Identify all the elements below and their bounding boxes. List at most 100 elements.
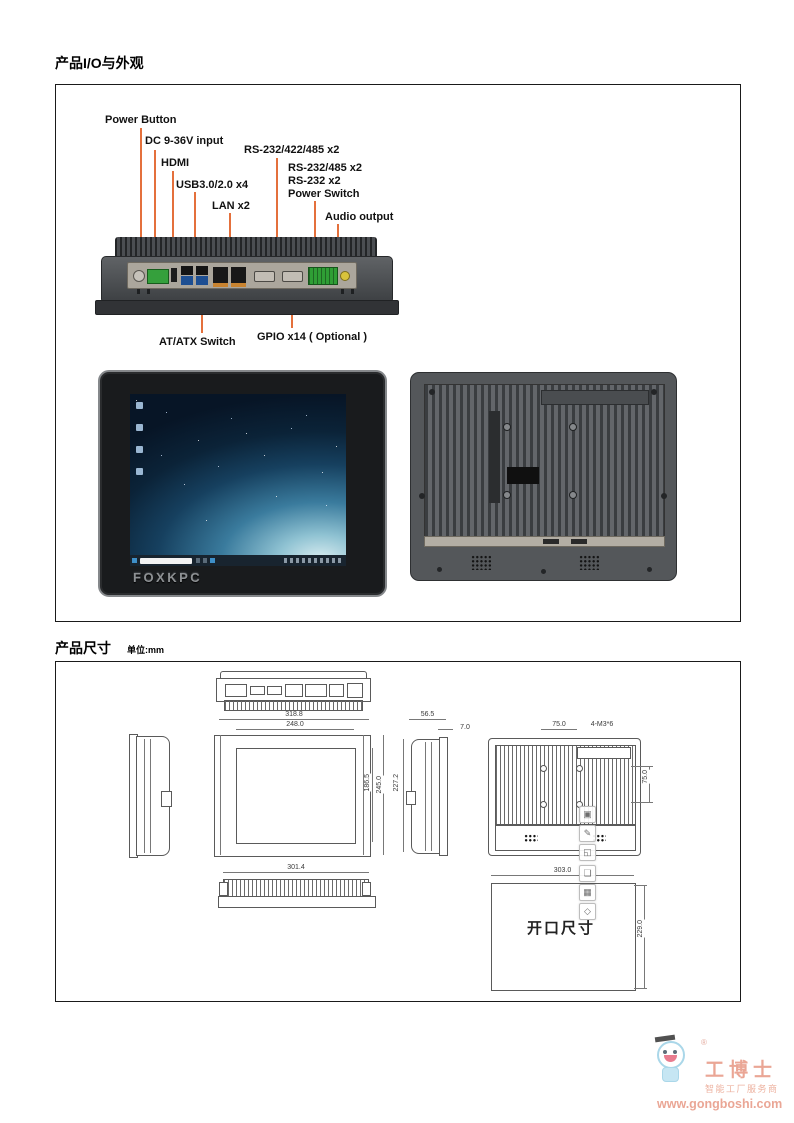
mascot-eye — [663, 1050, 667, 1054]
vent-mark — [147, 286, 150, 294]
back-io-strip — [424, 536, 665, 547]
drawing-body — [216, 678, 371, 702]
shape-icon[interactable]: ◇ — [579, 903, 596, 920]
back-view-photo — [410, 372, 677, 581]
drawing-bezel-line — [363, 735, 364, 855]
drawing-right-panel — [439, 737, 448, 856]
taskbar — [130, 555, 346, 566]
hdmi-port — [171, 268, 177, 282]
lan-port — [213, 267, 228, 287]
drawing-detail-line — [425, 742, 426, 851]
dimensions-panel: 318.8 248.0 56.5 7.0 186.5 245.0 227.2 — [55, 661, 741, 1002]
label-usb: USB3.0/2.0 x4 — [176, 179, 249, 191]
drawing-connector — [285, 684, 303, 697]
drawing-detail-line — [431, 742, 432, 851]
dim-line-565 — [409, 719, 446, 720]
dim-ext-229-a — [634, 885, 647, 886]
label-audio-output: Audio output — [325, 211, 394, 223]
back-vent — [507, 467, 539, 484]
dim-line-75-right — [649, 766, 650, 802]
drawing-back-bottom — [495, 825, 636, 851]
registered-mark: ® — [701, 1038, 707, 1047]
dim-ext-75-b — [631, 802, 653, 803]
drawing-end-cap — [362, 882, 371, 896]
brand-logo: FOXKPC — [133, 570, 203, 585]
back-heatsink-fins — [424, 384, 665, 538]
label-rs232: RS-232 x2 — [288, 175, 341, 187]
mascot-eye — [673, 1050, 677, 1054]
io-recess-strip — [127, 262, 357, 289]
serial-db9-port — [282, 271, 303, 282]
drawing-connector — [329, 684, 344, 697]
label-rs232-422-485: RS-232/422/485 x2 — [244, 144, 340, 156]
label-lan: LAN x2 — [212, 200, 250, 212]
image-settings-icon[interactable]: ▣ — [579, 806, 596, 823]
taskbar-icon — [196, 558, 200, 563]
leader-power-button — [140, 128, 142, 268]
dim-line-1865 — [372, 748, 373, 842]
drawing-end-cap — [219, 882, 228, 896]
watermark-url: www.gongboshi.com — [657, 1097, 783, 1111]
io-connector — [543, 539, 559, 544]
watermark-tagline: 智能工厂服务商 — [705, 1084, 779, 1094]
dim-bezel-depth: 7.0 — [455, 724, 475, 732]
dim-overall-height: 245.0 — [376, 776, 384, 794]
drawing-connector — [250, 686, 265, 695]
drawing-speaker — [592, 834, 606, 843]
drawing-connector — [305, 684, 327, 697]
dim-screen-width: 248.0 — [236, 721, 354, 729]
drawing-fins — [224, 700, 363, 711]
label-power-switch: Power Switch — [288, 188, 360, 200]
label-atx-switch: AT/ATX Switch — [159, 336, 236, 348]
leader-rs422 — [276, 158, 278, 258]
back-slot — [489, 411, 500, 503]
usb3-port — [181, 276, 193, 285]
dim-overall-width: 318.8 — [214, 711, 374, 719]
mascot-head-icon — [657, 1041, 685, 1069]
taskbar-icon — [203, 558, 207, 563]
drawing-detail-line — [150, 739, 151, 853]
dim-screen-height: 186.5 — [364, 774, 372, 792]
vesa-hole — [503, 423, 511, 431]
bottom-screw — [647, 567, 652, 572]
dim-line-303 — [491, 875, 634, 876]
drawing-vesa-hole — [540, 801, 547, 808]
dim-ext-75-a — [631, 766, 653, 767]
drawing-back-view — [488, 738, 641, 856]
star-field — [136, 400, 137, 401]
dim-line-248 — [236, 729, 354, 730]
table-icon[interactable]: ▦ — [579, 884, 596, 901]
wrap-icon[interactable]: ❏ — [579, 865, 596, 882]
dim-top-width: 301.4 — [223, 864, 369, 872]
dim-line-70 — [438, 729, 453, 730]
section-title-io: 产品I/O与外观 — [55, 55, 144, 71]
crop-icon[interactable]: ◱ — [579, 844, 596, 861]
leader-usb — [194, 192, 196, 265]
corner-screw — [429, 389, 435, 395]
cutout-label: 开口尺寸 — [526, 920, 595, 937]
vent-mark — [137, 286, 140, 294]
watermark-brand: 工博士 — [705, 1060, 778, 1081]
dim-vesa-vertical: 75.0 — [642, 770, 650, 784]
vesa-hole — [569, 423, 577, 431]
dim-vesa-screws: 4-M3*6 — [580, 721, 624, 729]
desktop-icon — [136, 446, 143, 453]
vesa-hole — [569, 491, 577, 499]
bottom-screw — [541, 569, 546, 574]
drawing-mount-tab — [406, 791, 416, 805]
drawing-cutout-rect — [491, 883, 636, 991]
edit-icon[interactable]: ✎ — [579, 825, 596, 842]
drawing-right-side-view — [411, 739, 441, 854]
front-bezel-edge — [95, 300, 399, 315]
usb-port — [196, 266, 208, 275]
usb3-port — [196, 276, 208, 285]
desktop-icon — [136, 424, 143, 431]
desktop-icon — [136, 402, 143, 409]
dim-ext-229-b — [634, 988, 647, 989]
lan-port — [231, 267, 246, 287]
dim-cutout-width: 303.0 — [491, 867, 634, 875]
label-hdmi: HDMI — [161, 157, 190, 169]
dim-cutout-height: 229.0 — [637, 920, 645, 938]
leader-dc-input — [154, 150, 156, 267]
